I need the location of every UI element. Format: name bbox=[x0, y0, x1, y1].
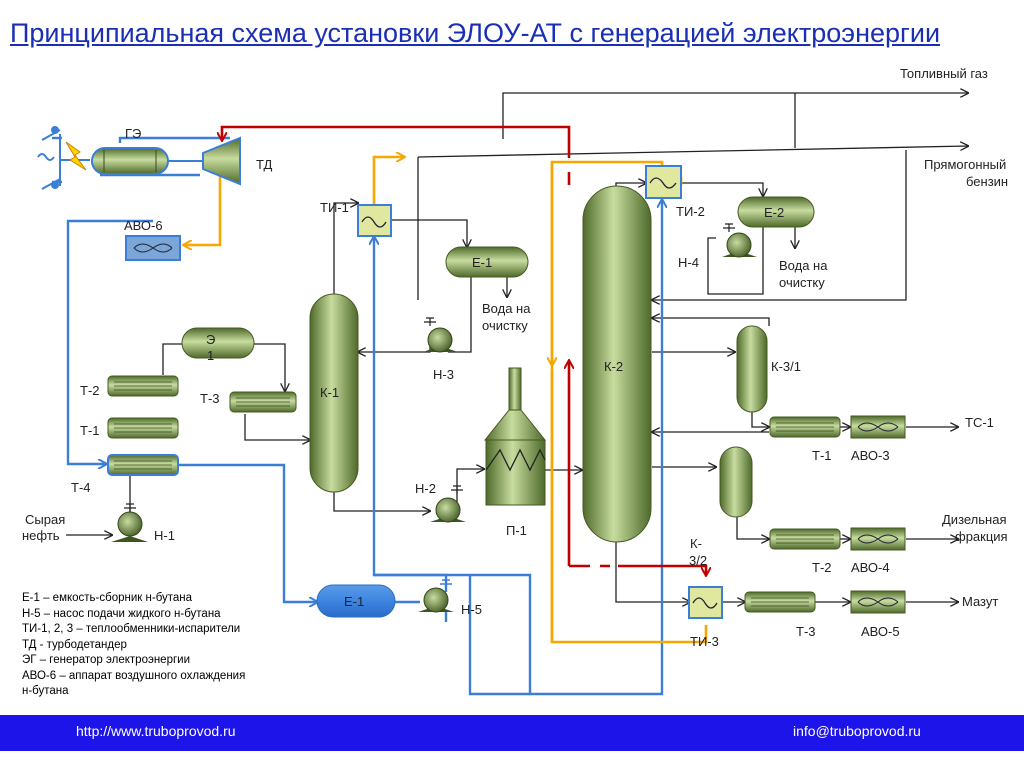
footer-bar: http://www.truboprovod.ru info@truboprov… bbox=[0, 715, 1024, 751]
label-t2-right: Т-2 bbox=[812, 560, 832, 575]
legend-item: Н-5 – насос подачи жидкого н-бутана bbox=[22, 607, 221, 620]
legend-item: н-бутана bbox=[22, 685, 69, 697]
drum-e2 bbox=[737, 196, 815, 228]
label-k2: К-2 bbox=[604, 359, 623, 374]
label-n5: Н-5 bbox=[461, 602, 482, 617]
label-k1: К-1 bbox=[320, 385, 339, 400]
footer-website-link[interactable]: http://www.truboprovod.ru bbox=[76, 723, 236, 739]
heat-exchanger-ti3 bbox=[688, 586, 723, 619]
label-n2: Н-2 bbox=[415, 481, 436, 496]
page-title: Принципиальная схема установки ЭЛОУ-АТ с… bbox=[10, 18, 941, 48]
pump-n3 bbox=[423, 317, 458, 353]
furnace-p1 bbox=[483, 367, 547, 506]
label-t1-right: Т-1 bbox=[812, 448, 832, 463]
label-e1-bottom: Е-1 bbox=[344, 594, 364, 609]
label-t3-left: Т-3 bbox=[200, 391, 220, 406]
label-diesel-2: фракция bbox=[955, 529, 1008, 544]
label-avo3: АВО-3 bbox=[851, 448, 890, 463]
label-t2-left: Т-2 bbox=[80, 383, 100, 398]
pump-n4 bbox=[722, 223, 757, 258]
air-cooler-avo4 bbox=[850, 527, 906, 551]
label-avo5: АВО-5 bbox=[861, 624, 900, 639]
label-e1-top: Е-1 bbox=[472, 255, 492, 270]
label-t4-left: Т-4 bbox=[71, 480, 91, 495]
legend-item: ЭГ – генератор электроэнергии bbox=[22, 654, 191, 666]
label-water1-1: Вода на bbox=[482, 301, 531, 316]
label-avo4: АВО-4 bbox=[851, 560, 890, 575]
heat-exchanger-t3-left bbox=[229, 391, 297, 413]
generator-ge bbox=[91, 147, 205, 175]
column-k2 bbox=[582, 185, 652, 543]
label-avo6: АВО-6 bbox=[124, 218, 163, 233]
pump-n2 bbox=[430, 485, 466, 523]
air-cooler-avo3 bbox=[850, 415, 906, 439]
legend: Е-1 – емкость-сборник н-бутана Н-5 – нас… bbox=[22, 591, 245, 700]
label-t1-left: Т-1 bbox=[80, 423, 100, 438]
label-e-left-1: Э bbox=[206, 332, 215, 347]
column-k1 bbox=[309, 293, 359, 493]
label-mazut: Мазут bbox=[962, 594, 998, 609]
lightning-icon bbox=[65, 141, 87, 171]
drum-e-left bbox=[181, 327, 255, 359]
label-t3-right: Т-3 bbox=[796, 624, 816, 639]
legend-item: АВО-6 – аппарат воздушного охлаждения bbox=[22, 669, 246, 682]
pump-n1 bbox=[111, 503, 148, 542]
heat-exchanger-t3-right bbox=[744, 591, 816, 613]
heat-exchanger-t1-left bbox=[107, 417, 179, 439]
label-ti3: ТИ-3 bbox=[690, 634, 719, 649]
column-k31 bbox=[736, 325, 768, 413]
pump-n5 bbox=[418, 579, 454, 613]
legend-item: Е-1 – емкость-сборник н-бутана bbox=[22, 592, 193, 604]
label-diesel-1: Дизельная bbox=[942, 512, 1007, 527]
label-n1: Н-1 bbox=[154, 528, 175, 543]
heat-exchanger-ti2 bbox=[645, 165, 682, 199]
butane-liquid-lines bbox=[52, 136, 662, 696]
label-ts1: ТС-1 bbox=[965, 415, 994, 430]
label-k31: К-3/1 bbox=[771, 359, 801, 374]
footer-email-link[interactable]: info@truboprovod.ru bbox=[793, 723, 921, 739]
process-lines bbox=[66, 93, 968, 602]
label-e2: Е-2 bbox=[764, 205, 784, 220]
label-ti1: ТИ-1 bbox=[320, 200, 349, 215]
turboexpander-td bbox=[202, 136, 241, 186]
label-naphtha-1: Прямогонный bbox=[924, 157, 1006, 172]
label-k32-1: К- bbox=[690, 536, 702, 551]
label-water2-2: очистку bbox=[779, 275, 825, 290]
air-cooler-avo5 bbox=[850, 590, 906, 614]
label-water1-2: очистку bbox=[482, 318, 528, 333]
label-n3: Н-3 bbox=[433, 367, 454, 382]
heat-exchanger-ti1 bbox=[357, 204, 392, 237]
heat-exchanger-t1-right bbox=[769, 416, 841, 438]
label-fuel-gas: Топливный газ bbox=[900, 66, 988, 81]
heat-exchanger-t2-left bbox=[107, 375, 179, 397]
label-ge: ГЭ bbox=[125, 126, 141, 141]
label-crude-2: нефть bbox=[22, 528, 60, 543]
air-cooler-avo6 bbox=[125, 235, 181, 261]
process-diagram: ГЭ ТД АВО-6 ТИ-1 ТИ-2 ТИ-3 Е-1 Е-2 Э 1 К… bbox=[22, 66, 1008, 696]
label-naphtha-2: бензин bbox=[966, 174, 1008, 189]
label-td: ТД bbox=[256, 157, 273, 172]
label-e-left-2: 1 bbox=[207, 348, 214, 363]
label-n4: Н-4 bbox=[678, 255, 699, 270]
drum-e1-top bbox=[445, 246, 529, 278]
label-p1: П-1 bbox=[506, 523, 527, 538]
butane-vapor-lines bbox=[184, 157, 708, 644]
label-k32-2: 3/2 bbox=[689, 553, 707, 568]
label-ti2: ТИ-2 bbox=[676, 204, 705, 219]
legend-item: ТИ-1, 2, 3 – теплообменники-испарители bbox=[22, 623, 241, 635]
column-k32 bbox=[719, 446, 753, 518]
heat-exchanger-t2-right bbox=[769, 528, 841, 550]
hot-return-lines bbox=[222, 125, 706, 575]
label-water2-1: Вода на bbox=[779, 258, 828, 273]
legend-item: ТД - турбодетандер bbox=[22, 638, 127, 651]
butane-tank-e1 bbox=[316, 584, 396, 618]
heat-exchanger-t4-left bbox=[107, 454, 179, 476]
label-crude-1: Сырая bbox=[25, 512, 65, 527]
electric-terminals bbox=[37, 126, 90, 190]
